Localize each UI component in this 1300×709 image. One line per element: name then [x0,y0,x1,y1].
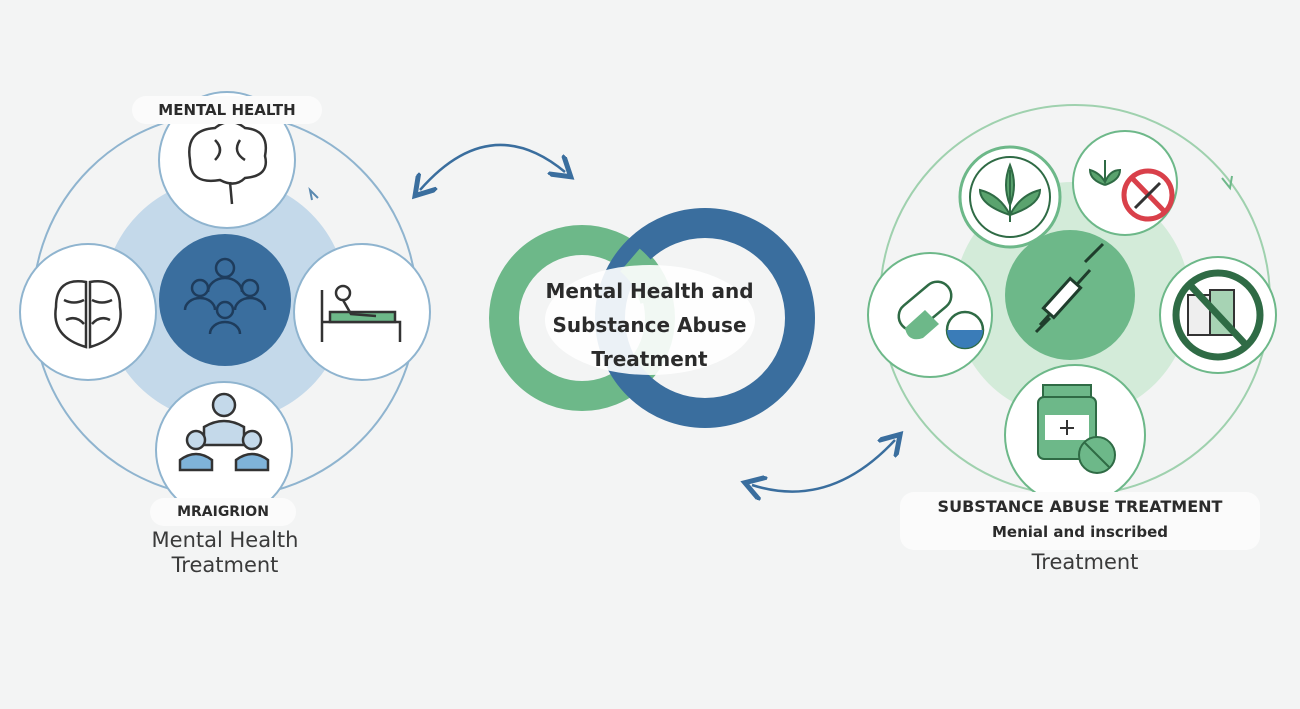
interlocking-rings [489,208,815,428]
right-cluster-title: SUBSTANCE ABUSE TREATMENT [937,497,1223,516]
mental-health-cluster [19,91,431,519]
center-title-line: Mental Health and [545,279,754,303]
right-cluster-subtitle: Menial and inscribed [992,523,1168,541]
brain-icon [188,120,268,205]
right-cluster-bottom-title: Treatment [1031,550,1139,574]
patient-bed-icon [320,284,402,342]
group-icon [159,234,291,366]
right-label-pill: SUBSTANCE ABUSE TREATMENT Menial and ins… [900,492,1260,550]
bidirectional-arrow-bottom [752,440,895,492]
medicine-bottle-icon [1037,384,1116,474]
no-medication-icon [1172,269,1264,361]
cannabis-leaf-icon [978,162,1042,222]
center-title: Mental Health and Substance Abuse Treatm… [527,274,772,376]
center-title-line: Substance Abuse [552,313,747,337]
no-drugs-icon [1121,168,1175,222]
mental-health-top-label: MENTAL HEALTH [132,96,322,124]
left-cluster-title: Mental Health Treatment [90,528,360,578]
brain-hemispheres-icon [54,280,122,349]
left-title-line: Treatment [171,553,279,577]
therapist-group-icon [178,392,270,472]
left-caption: MRAIGRION [150,498,296,526]
substance-abuse-cluster [867,104,1277,506]
left-title-line: Mental Health [151,528,299,552]
center-title-line: Treatment [591,347,708,371]
syringe-icon [1034,242,1105,334]
bidirectional-arrow-top [420,143,565,190]
pill-capsule-icon [897,280,985,350]
